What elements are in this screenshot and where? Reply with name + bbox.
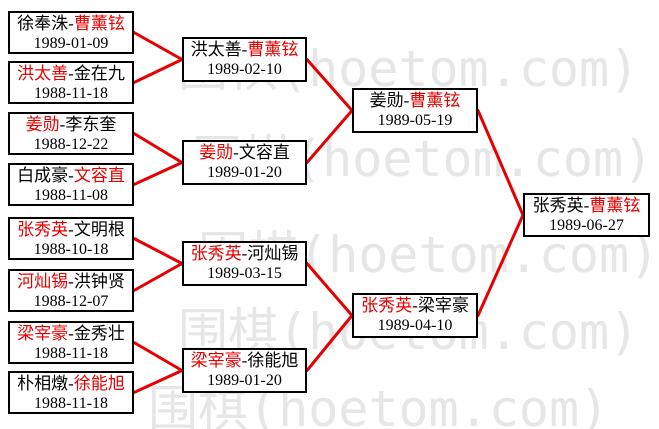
player-name: 文明根 (73, 220, 125, 239)
match-names: 洪太善-曹薰铉 (184, 40, 305, 60)
match-names: 姜勋-李东奎 (10, 115, 132, 135)
player-name: 姜勋 (199, 143, 234, 162)
match-qf-3: 张秀英-河灿锡 1989-03-15 (182, 241, 307, 286)
match-r16-4: 白成豪-文容直 1988-11-08 (8, 163, 134, 206)
vs-dash: - (241, 244, 248, 263)
match-date: 1989-01-20 (207, 164, 282, 181)
match-names: 徐奉洙-曹薰铉 (10, 14, 132, 34)
player-name: 金秀壮 (73, 324, 125, 343)
vs-dash: - (233, 143, 239, 162)
match-date: 1988-12-22 (33, 136, 109, 153)
match-names: 张秀英-河灿锡 (184, 244, 305, 264)
match-date: 1989-01-09 (33, 35, 109, 52)
match-final: 张秀英-曹薰铉 1989-06-27 (523, 193, 650, 237)
match-date: 1989-04-10 (377, 317, 453, 334)
match-names: 张秀英-文明根 (10, 220, 132, 240)
player-name: 梁宰豪 (417, 296, 469, 315)
player-name: 梁宰豪 (190, 351, 242, 370)
player-name: 曹薰铉 (247, 40, 299, 59)
match-sf-1: 姜勋-曹薰铉 1989-05-19 (352, 88, 478, 133)
match-date: 1989-02-10 (207, 61, 282, 78)
player-name: 金在九 (73, 64, 125, 83)
match-date: 1989-01-20 (207, 372, 282, 389)
match-names: 洪太善-金在九 (10, 64, 132, 84)
player-name: 白成豪 (17, 166, 69, 185)
player-name: 张秀英 (190, 244, 242, 263)
match-date: 1989-03-15 (207, 265, 282, 282)
match-names: 河灿锡-洪钟贤 (10, 272, 132, 292)
match-r16-5: 张秀英-文明根 1988-10-18 (8, 217, 134, 260)
match-names: 姜勋-曹薰铉 (354, 91, 476, 111)
match-date: 1989-05-19 (377, 112, 453, 129)
vs-dash: - (68, 14, 74, 33)
player-name: 文容直 (73, 166, 125, 185)
player-name: 张秀英 (17, 220, 69, 239)
player-name: 徐能旭 (73, 374, 125, 393)
match-r16-1: 徐奉洙-曹薰铉 1989-01-09 (8, 11, 134, 54)
match-names: 梁宰豪-徐能旭 (184, 351, 305, 371)
match-date: 1988-12-07 (33, 293, 109, 310)
match-date: 1988-11-18 (33, 395, 109, 412)
match-names: 姜勋-文容直 (184, 143, 305, 163)
vs-dash: - (68, 166, 74, 185)
match-qf-2: 姜勋-文容直 1989-01-20 (182, 140, 307, 185)
vs-dash: - (68, 324, 74, 343)
player-name: 曹薰铉 (73, 14, 125, 33)
player-name: 曹薰铉 (409, 91, 461, 110)
vs-dash: - (583, 196, 590, 215)
match-date: 1988-11-08 (33, 187, 109, 204)
player-name: 洪太善 (17, 64, 69, 83)
player-name: 张秀英 (532, 196, 584, 215)
match-date: 1988-10-18 (33, 241, 109, 258)
player-name: 姜勋 (369, 91, 404, 110)
match-qf-1: 洪太善-曹薰铉 1989-02-10 (182, 37, 307, 82)
match-date: 1989-06-27 (549, 217, 624, 234)
vs-dash: - (68, 272, 74, 291)
vs-dash: - (68, 374, 74, 393)
player-name: 梁宰豪 (17, 324, 69, 343)
vs-dash: - (68, 220, 74, 239)
player-name: 张秀英 (361, 296, 413, 315)
player-name: 徐奉洙 (17, 14, 69, 33)
vs-dash: - (403, 91, 410, 110)
match-r16-2: 洪太善-金在九 1988-11-18 (8, 61, 134, 104)
match-date: 1988-11-18 (33, 345, 109, 362)
player-name: 河灿锡 (17, 272, 69, 291)
match-names: 张秀英-曹薰铉 (525, 196, 648, 216)
vs-dash: - (412, 296, 418, 315)
player-name: 曹薰铉 (589, 196, 641, 215)
match-names: 朴相燉-徐能旭 (10, 374, 132, 394)
player-name: 河灿锡 (247, 244, 299, 263)
vs-dash: - (68, 64, 74, 83)
match-r16-3: 姜勋-李东奎 1988-12-22 (8, 112, 134, 155)
match-names: 梁宰豪-金秀壮 (10, 324, 132, 344)
match-r16-7: 梁宰豪-金秀壮 1988-11-18 (8, 321, 134, 364)
player-name: 姜勋 (25, 115, 60, 134)
match-date: 1988-11-18 (33, 85, 109, 102)
vs-dash: - (241, 40, 248, 59)
match-r16-6: 河灿锡-洪钟贤 1988-12-07 (8, 269, 134, 312)
match-names: 张秀英-梁宰豪 (354, 296, 476, 316)
match-sf-2: 张秀英-梁宰豪 1989-04-10 (352, 293, 478, 338)
vs-dash: - (241, 351, 248, 370)
match-qf-4: 梁宰豪-徐能旭 1989-01-20 (182, 348, 307, 393)
player-name: 洪太善 (190, 40, 242, 59)
player-name: 李东奎 (65, 115, 117, 134)
match-names: 白成豪-文容直 (10, 166, 132, 186)
match-r16-8: 朴相燉-徐能旭 1988-11-18 (8, 371, 134, 414)
player-name: 文容直 (238, 143, 290, 162)
vs-dash: - (59, 115, 66, 134)
player-name: 洪钟贤 (73, 272, 125, 291)
player-name: 徐能旭 (247, 351, 299, 370)
player-name: 朴相燉 (17, 374, 69, 393)
